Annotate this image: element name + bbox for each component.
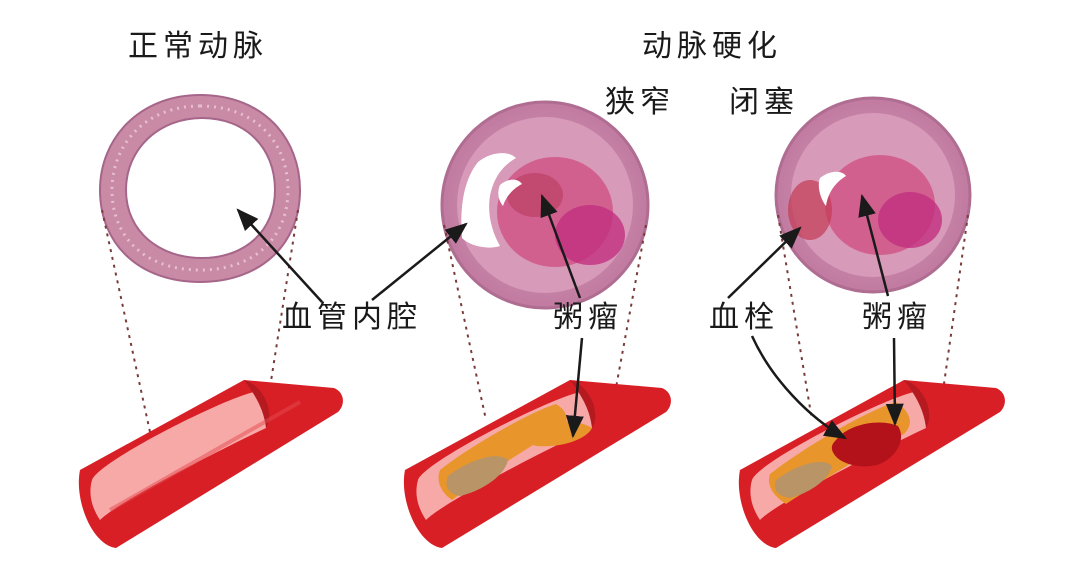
- occlusion-vessel: [738, 380, 1005, 548]
- arrow-lumen-narrow: [371, 222, 468, 301]
- label-normal-artery: 正常动脉: [128, 29, 268, 64]
- normal-vessel: [78, 380, 343, 548]
- arrow-atheroma-1-up: [540, 193, 582, 299]
- arrow-atheroma-2-down: [885, 337, 904, 427]
- label-atheroma-occlusion: 粥瘤: [862, 300, 932, 335]
- projection-lines: [101, 209, 969, 433]
- label-narrowing: 狭窄: [605, 85, 675, 120]
- label-occlusion: 闭塞: [729, 85, 799, 120]
- narrowing-vessel: [403, 380, 671, 548]
- pointer-arrows: [236, 193, 904, 440]
- label-thrombus: 血栓: [709, 300, 779, 335]
- arrow-atheroma-2-up: [858, 193, 890, 297]
- normal-artery-cross-section: [98, 93, 302, 284]
- label-vessel-lumen: 血管内腔: [282, 300, 422, 335]
- arrow-lumen-normal: [236, 208, 323, 303]
- occlusion-cross-section: [774, 96, 972, 294]
- label-atheroma-narrowing: 粥瘤: [553, 300, 623, 335]
- arrow-thrombus-down: [750, 335, 847, 440]
- arrow-atheroma-1-down: [565, 337, 584, 439]
- label-atherosclerosis: 动脉硬化: [642, 29, 782, 64]
- arrow-thrombus-up: [727, 226, 802, 299]
